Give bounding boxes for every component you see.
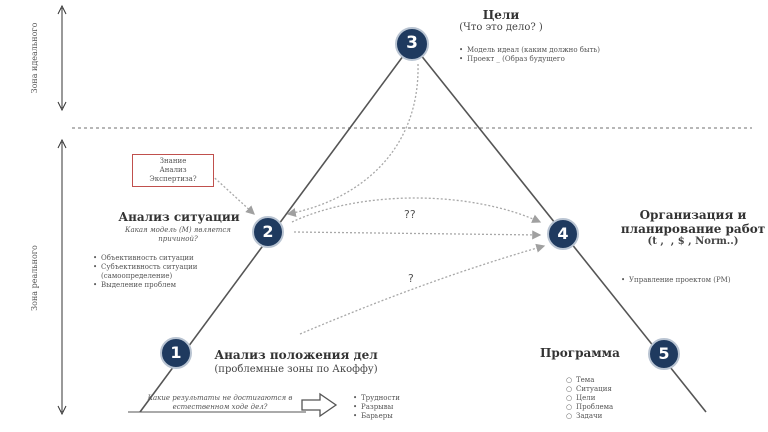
zone-real-axis [57, 138, 67, 416]
list-item: Разрывы [353, 403, 451, 412]
node-3-subtitle: (Что это дело? ) [459, 22, 543, 33]
node-4-title-line2: планирование работ [620, 222, 766, 236]
arrow-3-to-2 [286, 63, 419, 217]
node-1-number: 1 [170, 343, 182, 362]
node-4-title-line1: Организация и [639, 208, 747, 222]
list-item: Проект _ (Образ будущего [459, 55, 627, 64]
double-question-mark: ?? [404, 208, 416, 221]
node-3-bullets: Модель идеал (каким должно быть) Проект … [458, 46, 627, 64]
list-item: Цели [566, 394, 656, 403]
node-1-outcomes: Трудности Разрывы Барьеры [352, 394, 451, 421]
list-item: Выделение проблем [93, 281, 241, 290]
node-4-text: Организация и планирование работ (t , , … [620, 208, 766, 247]
zone-ideal-label: Зона идеального [30, 22, 39, 94]
node-3-text: Цели (Что это дело? ) [436, 8, 566, 33]
list-item: Объективность ситуации [93, 254, 241, 263]
list-item: Управление проектом (PM) [621, 276, 768, 285]
node-2-number: 2 [262, 222, 274, 241]
knowledge-box-line: Анализ [159, 166, 187, 174]
arrow-2-to-4-top [291, 197, 542, 223]
node-5-number: 5 [658, 344, 670, 363]
list-item: Барьеры [353, 412, 451, 421]
arrow-box-to-2 [205, 169, 255, 215]
node-1 [160, 337, 192, 369]
outcome-arrow-icon [301, 392, 338, 418]
list-item: Субъективность ситуации (самоопределение… [93, 263, 241, 281]
zone-real-label: Зона реального [30, 245, 39, 311]
knowledge-box: Знание Анализ Экспертиза? [132, 154, 214, 187]
node-4 [547, 218, 579, 250]
node-3-title: Цели [482, 8, 520, 22]
node-3 [395, 27, 429, 61]
knowledge-box-line: Экспертиза? [149, 175, 197, 183]
node-2-bullets: Объективность ситуации Субъективность си… [92, 254, 241, 290]
list-item: Задачи [566, 412, 656, 421]
node-5-title: Программа [540, 346, 620, 360]
list-item: Трудности [353, 394, 451, 403]
arrow-1-to-4 [299, 243, 546, 335]
node-3-number: 3 [406, 33, 418, 53]
node-5-items: Тема Ситуация Цели Проблема Задачи [566, 376, 656, 421]
node-2-title: Анализ ситуации [118, 210, 240, 224]
arrow-2-to-4-mid [293, 230, 542, 240]
list-item: Проблема [566, 403, 656, 412]
node-1-question: Какие результаты не достигаются в естест… [147, 394, 293, 411]
node-5 [648, 338, 680, 370]
node-2 [252, 216, 284, 248]
zone-ideal-axis [57, 4, 67, 112]
knowledge-box-line: Знание [159, 157, 187, 165]
node-1-title: Анализ положения дел [214, 348, 378, 362]
node-4-bullets: Управление проектом (PM) [620, 276, 768, 285]
node-4-subtitle: (t , , $ , Norm..) [647, 236, 739, 247]
list-item: Ситуация [566, 385, 656, 394]
node-2-question: Какая модель (М) является причиной? [125, 226, 231, 243]
node-1-subtitle: (проблемные зоны по Акоффу) [214, 364, 378, 375]
list-item: Модель идеал (каким должно быть) [459, 46, 627, 55]
single-question-mark: ? [408, 272, 414, 285]
node-4-number: 4 [557, 224, 569, 243]
list-item: Тема [566, 376, 656, 385]
